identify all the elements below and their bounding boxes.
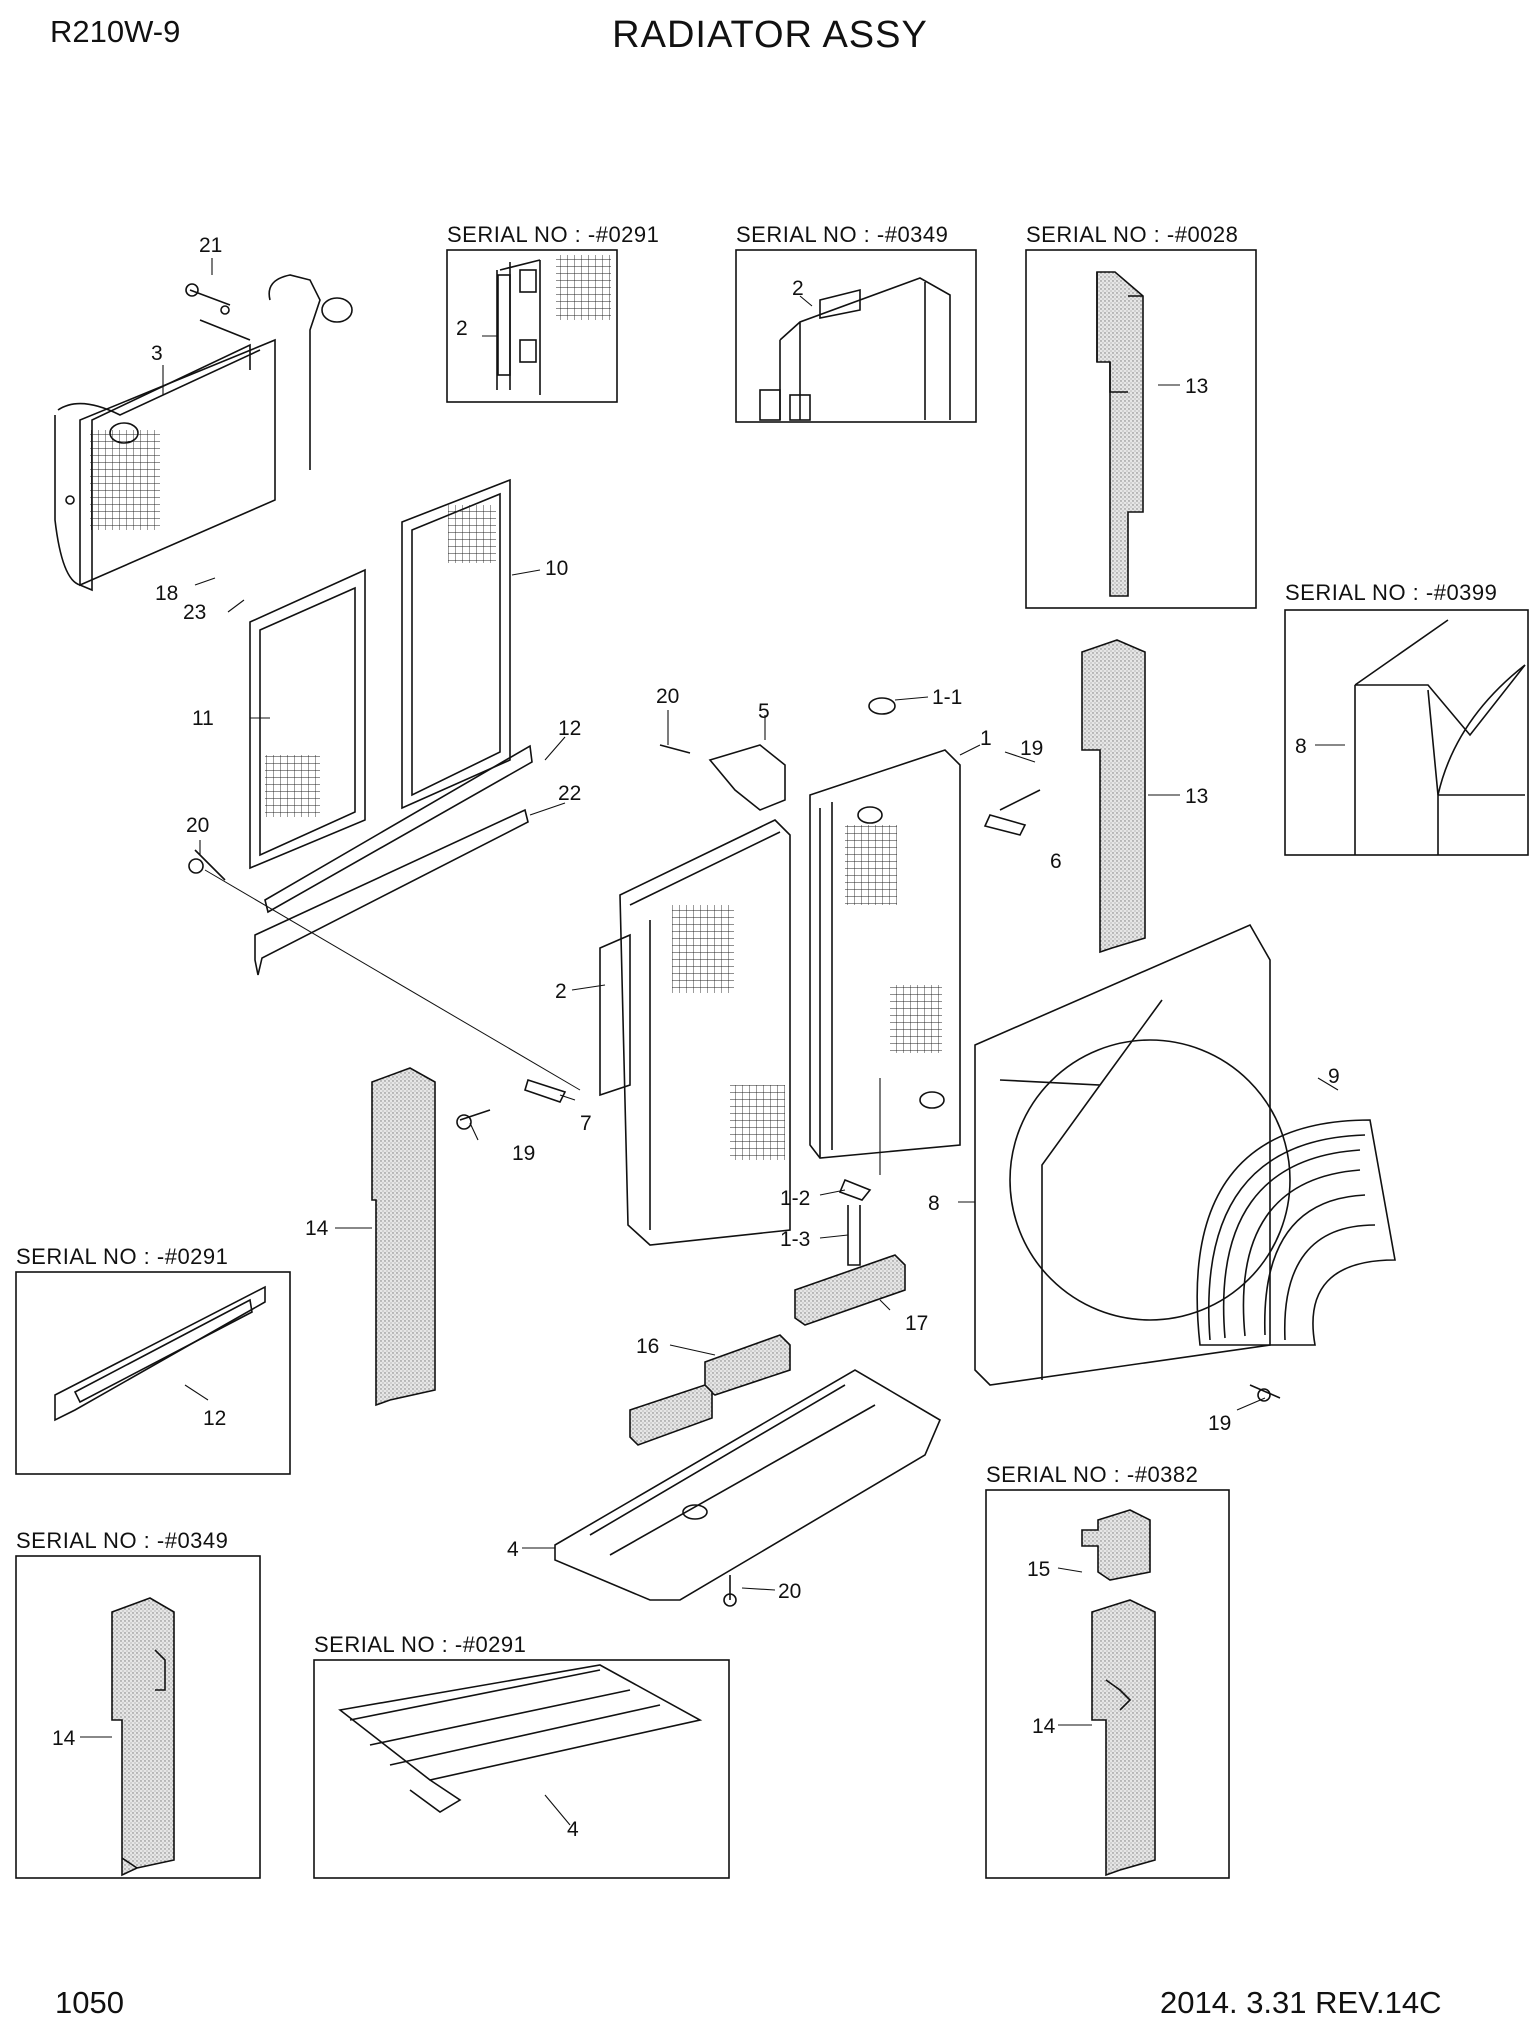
- drain-valve-1-2: [838, 1178, 872, 1201]
- serial-caption: SERIAL NO : -#0291: [447, 222, 659, 247]
- part-label: 13: [1185, 375, 1208, 398]
- revision-date: 2014. 3.31 REV.14C: [1160, 1985, 1442, 2020]
- part-label: 14: [1032, 1715, 1056, 1738]
- part-label: 15: [1027, 1558, 1050, 1581]
- part-label: 7: [580, 1112, 592, 1135]
- part-label: 19: [512, 1142, 535, 1165]
- leader-lines: [80, 258, 1345, 1826]
- cap-1-1: [868, 697, 896, 715]
- part-label: 14: [52, 1727, 76, 1750]
- serial-caption: SERIAL NO : -#0399: [1285, 580, 1497, 605]
- bracket-6: [983, 814, 1027, 836]
- part-label: 2: [555, 980, 567, 1003]
- seal-17: [794, 1254, 906, 1326]
- part-label: 20: [656, 685, 679, 708]
- part-label: 6: [1050, 850, 1062, 873]
- radiator-shroud: [599, 819, 791, 1246]
- part-label: 4: [507, 1538, 519, 1561]
- bolts: [185, 283, 1281, 1607]
- fan-guard-9: [1196, 1119, 1396, 1346]
- part-label: 22: [558, 782, 581, 805]
- bracket-22: [254, 808, 529, 976]
- serial-caption: SERIAL NO : -#0291: [314, 1632, 526, 1657]
- seal-14-main: [371, 1067, 436, 1407]
- part-label: 8: [1295, 735, 1307, 758]
- part-label: 13: [1185, 785, 1208, 808]
- radiator-core: [809, 749, 961, 1159]
- serial-box-14-15: [985, 1489, 1230, 1879]
- part-label: 1-2: [780, 1187, 810, 1210]
- seal-16-a: [704, 1334, 791, 1396]
- part-label: 16: [636, 1335, 659, 1358]
- serial-box-13: [1025, 249, 1257, 609]
- bracket-5: [708, 744, 786, 811]
- part-label: 1: [980, 727, 992, 750]
- part-label: 11: [192, 707, 214, 730]
- part-label: 2: [792, 277, 804, 300]
- serial-box-2-upper: [446, 249, 618, 403]
- part-label: 1-1: [932, 686, 962, 709]
- door-panel-10: [401, 478, 511, 810]
- serial-captions: SERIAL NO : -#0291 SERIAL NO : -#0349 SE…: [16, 222, 1497, 1657]
- part-label: 10: [545, 557, 568, 580]
- part-label: 18: [155, 582, 178, 605]
- serial-box-8: [1284, 609, 1529, 856]
- page-title: RADIATOR ASSY: [612, 14, 928, 56]
- bracket-12: [264, 744, 533, 914]
- part-label: 3: [151, 342, 163, 365]
- part-label: 5: [758, 700, 770, 723]
- fan-shroud-8: [974, 923, 1291, 1386]
- page-number: 1050: [55, 1985, 124, 2020]
- part-label: 19: [1208, 1412, 1231, 1435]
- part-label: 8: [928, 1192, 940, 1215]
- seal-13-main: [1081, 639, 1146, 954]
- part-label: 12: [203, 1407, 226, 1430]
- part-label: 23: [183, 601, 206, 624]
- serial-box-4-lower: [313, 1659, 730, 1879]
- part-labels: 21 3 2 2 13 10 18 23 11 12 22 20 20 5 1-…: [52, 234, 1340, 1841]
- part-label: 14: [305, 1217, 329, 1240]
- serial-box-2-radiator-top: [735, 249, 977, 423]
- model-label: R210W-9: [50, 14, 181, 49]
- seal-16-b: [629, 1384, 713, 1446]
- serial-caption: SERIAL NO : -#0382: [986, 1462, 1198, 1487]
- part-label: 9: [1328, 1065, 1340, 1088]
- part-label: 19: [1020, 737, 1043, 760]
- part-label: 20: [186, 814, 209, 837]
- door-panel-11: [249, 568, 366, 870]
- hose-1-3: [847, 1205, 861, 1266]
- base-plate-4: [554, 1369, 942, 1601]
- serial-caption: SERIAL NO : -#0349: [16, 1528, 228, 1553]
- bracket-7: [524, 1078, 567, 1103]
- part-label: 17: [905, 1312, 928, 1335]
- serial-caption: SERIAL NO : -#0349: [736, 222, 948, 247]
- serial-box-12: [15, 1271, 291, 1475]
- part-label: 21: [199, 234, 222, 257]
- intercooler: [54, 274, 353, 592]
- part-label: 1-3: [780, 1228, 810, 1251]
- part-label: 20: [778, 1580, 801, 1603]
- part-label: 4: [567, 1818, 579, 1841]
- part-label: 12: [558, 717, 581, 740]
- serial-caption: SERIAL NO : -#0291: [16, 1244, 228, 1269]
- serial-caption: SERIAL NO : -#0028: [1026, 222, 1238, 247]
- serial-box-14-left: [15, 1555, 261, 1879]
- part-label: 2: [456, 317, 468, 340]
